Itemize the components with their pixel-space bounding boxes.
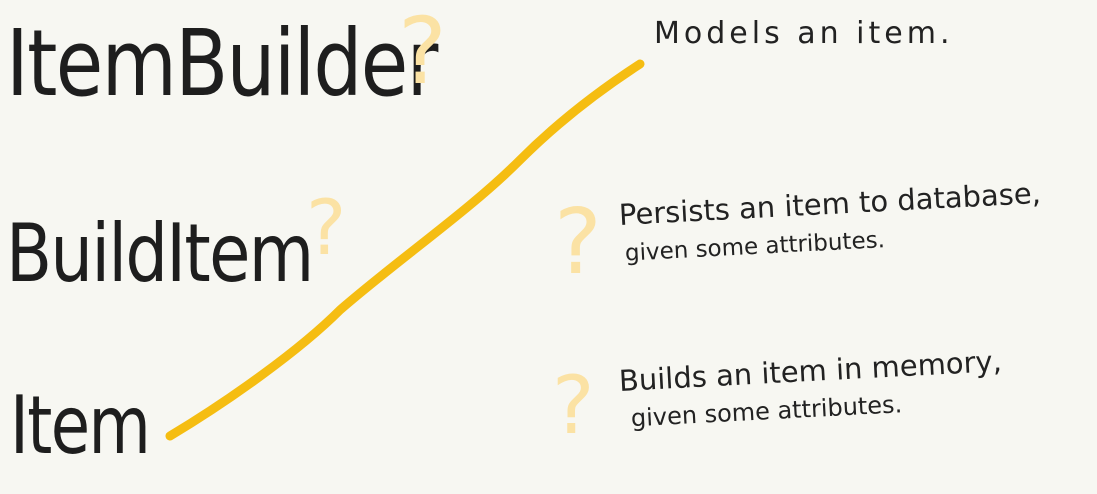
definition-models-text: Models an item. xyxy=(654,16,954,51)
term-item: Item xyxy=(10,379,151,472)
question-mark-persists: ? xyxy=(554,190,602,295)
question-mark-builds: ? xyxy=(552,359,595,452)
term-itembuilder: ItemBuilder xyxy=(6,10,438,117)
definition-models: Models an item. xyxy=(654,14,954,55)
question-mark-itembuilder: ? xyxy=(398,0,447,105)
item-to-definition-connector xyxy=(165,59,645,441)
question-mark-builditem: ? xyxy=(306,183,347,272)
term-builditem: BuildItem xyxy=(6,207,314,300)
